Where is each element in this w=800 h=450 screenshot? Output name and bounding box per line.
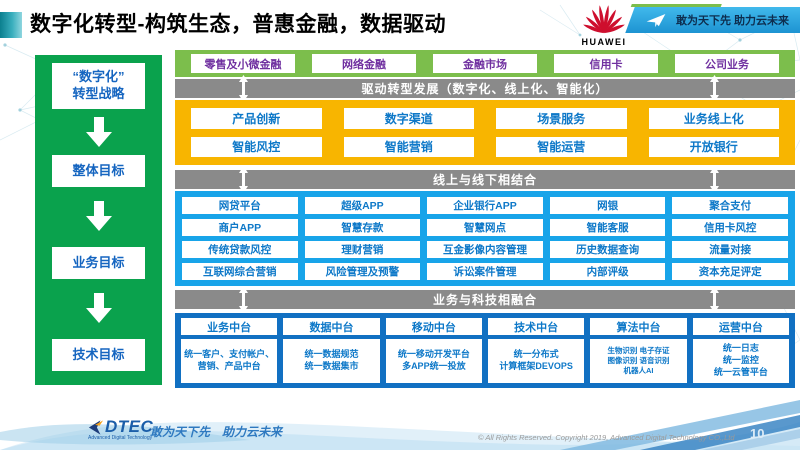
huawei-logo: HUAWEI (576, 4, 632, 47)
up-down-arrow-icon (239, 286, 248, 316)
business-line-box: 零售及小微金融 (191, 54, 295, 73)
business-lines-row: 零售及小微金融 网络金融 金融市场 信用卡 公司业务 (175, 50, 795, 77)
application-box: 智能客服 (549, 219, 666, 236)
platform-column-operation: 运营中台 统一日志 统一监控 统一云管平台 (692, 318, 789, 383)
application-box: 互联网综合营销 (182, 263, 298, 280)
platform-column-business: 业务中台 统一客户、支付帐户、营销、产品中台 (181, 318, 278, 383)
up-down-arrow-icon (710, 166, 719, 196)
up-down-arrow-icon (710, 286, 719, 316)
footer-slogan: 敢为天下先 助力云未来 (150, 425, 283, 439)
page-number: 10 (750, 426, 765, 441)
application-box: 聚合支付 (672, 197, 788, 214)
capability-grid: 产品创新 数字渠道 场景服务 业务线上化 智能风控 智能营销 智能运营 开放银行 (175, 100, 795, 165)
down-arrow-icon (85, 293, 112, 328)
platform-body: 生物识别 电子存证 图像识别 语音识别 机器人AI (590, 339, 687, 383)
dtec-logo-icon (88, 419, 104, 435)
header-slogan-text: 敢为天下先 助力云未来 (676, 15, 790, 27)
capability-box: 智能风控 (191, 136, 322, 157)
platform-column-data: 数据中台 统一数据规范 统一数据集市 (283, 318, 380, 383)
copyright-text: © All Rights Reserved. Copyright 2019, A… (478, 433, 735, 442)
page-title: 数字化转型-构筑生态，普惠金融，数据驱动 (30, 13, 446, 36)
sidebar-step-business-goal: 业务目标 (52, 247, 145, 279)
applications-grid: 网贷平台 超级APP 企业银行APP 网银 聚合支付 商户APP 智慧存款 智慧… (175, 191, 795, 286)
capability-box: 开放银行 (648, 136, 779, 157)
platform-title: 运营中台 (692, 318, 789, 335)
application-box: 风险管理及预警 (304, 263, 421, 280)
banner-label: 驱动转型发展（数字化、线上化、智能化） (361, 82, 609, 96)
header-slogan-banner: 敢为天下先 助力云未来 (625, 7, 800, 33)
paper-plane-icon (646, 13, 666, 27)
application-box: 网银 (549, 197, 666, 214)
up-down-arrow-icon (710, 75, 719, 105)
banner-business-tech-fusion: 业务与科技相融合 (175, 286, 795, 313)
sidebar-step-tech-goal: 技术目标 (52, 339, 145, 371)
dtec-logo: DTEC Advanced Digital Technology (88, 417, 158, 441)
platform-body: 统一分布式 计算框架DEVOPS (488, 339, 585, 383)
capability-box: 业务线上化 (648, 108, 779, 129)
huawei-logo-icon (583, 5, 625, 34)
capability-box: 智能营销 (343, 136, 474, 157)
business-line-box: 网络金融 (312, 54, 416, 73)
platform-title: 算法中台 (590, 318, 687, 335)
banner-online-offline: 线上与线下相结合 (175, 166, 795, 193)
platform-title: 技术中台 (488, 318, 585, 335)
banner-drive-transformation: 驱动转型发展（数字化、线上化、智能化） (175, 75, 795, 102)
title-accent-bar (0, 12, 22, 38)
banner-label: 业务与科技相融合 (432, 293, 537, 307)
application-box: 内部评级 (549, 263, 666, 280)
capability-box: 智能运营 (496, 136, 627, 157)
platform-column-tech: 技术中台 统一分布式 计算框架DEVOPS (488, 318, 585, 383)
application-box: 互金影像内容管理 (427, 241, 543, 258)
platform-title: 数据中台 (283, 318, 380, 335)
main-content: 零售及小微金融 网络金融 金融市场 信用卡 公司业务 驱动转型发展（数字化、线上… (175, 50, 795, 390)
platform-title: 移动中台 (385, 318, 482, 335)
platform-column-mobile: 移动中台 统一移动开发平台 多APP统一投放 (385, 318, 482, 383)
huawei-wordmark: HUAWEI (581, 37, 627, 47)
business-line-box: 金融市场 (433, 54, 537, 73)
sidebar-step-overall-goal: 整体目标 (52, 155, 145, 187)
platform-body: 统一客户、支付帐户、营销、产品中台 (181, 339, 278, 383)
application-box: 传统贷款风控 (182, 241, 298, 258)
platform-body: 统一移动开发平台 多APP统一投放 (385, 339, 482, 383)
down-arrow-icon (85, 201, 112, 236)
application-box: 历史数据查询 (549, 241, 666, 258)
business-line-box: 公司业务 (675, 54, 779, 73)
application-box: 诉讼案件管理 (427, 263, 543, 280)
application-box: 商户APP (182, 219, 298, 236)
platform-body: 统一数据规范 统一数据集市 (283, 339, 380, 383)
capability-box: 数字渠道 (343, 108, 474, 129)
up-down-arrow-icon (239, 75, 248, 105)
strategy-sidebar: “数字化” 转型战略 整体目标 业务目标 技术目标 (35, 55, 162, 385)
up-down-arrow-icon (239, 166, 248, 196)
platform-title: 业务中台 (181, 318, 278, 335)
application-box: 资本充足评定 (672, 263, 788, 280)
platform-column-algorithm: 算法中台 生物识别 电子存证 图像识别 语音识别 机器人AI (590, 318, 687, 383)
capability-box: 场景服务 (496, 108, 627, 129)
application-box: 流量对接 (672, 241, 788, 258)
dtec-wordmark: DTEC (105, 417, 154, 436)
capability-box: 产品创新 (191, 108, 322, 129)
sidebar-step-strategy: “数字化” 转型战略 (52, 63, 145, 109)
application-box: 超级APP (304, 197, 421, 214)
application-box: 智慧存款 (304, 219, 421, 236)
application-box: 企业银行APP (427, 197, 543, 214)
banner-label: 线上与线下相结合 (432, 173, 537, 187)
platform-grid: 业务中台 统一客户、支付帐户、营销、产品中台 数据中台 统一数据规范 统一数据集… (175, 313, 795, 388)
business-line-box: 信用卡 (554, 54, 658, 73)
application-box: 理财营销 (304, 241, 421, 258)
platform-body: 统一日志 统一监控 统一云管平台 (692, 339, 789, 383)
application-box: 信用卡风控 (672, 219, 788, 236)
down-arrow-icon (85, 117, 112, 152)
application-box: 智慧网点 (427, 219, 543, 236)
dtec-subtitle: Advanced Digital Technology (88, 435, 153, 441)
application-box: 网贷平台 (182, 197, 298, 214)
